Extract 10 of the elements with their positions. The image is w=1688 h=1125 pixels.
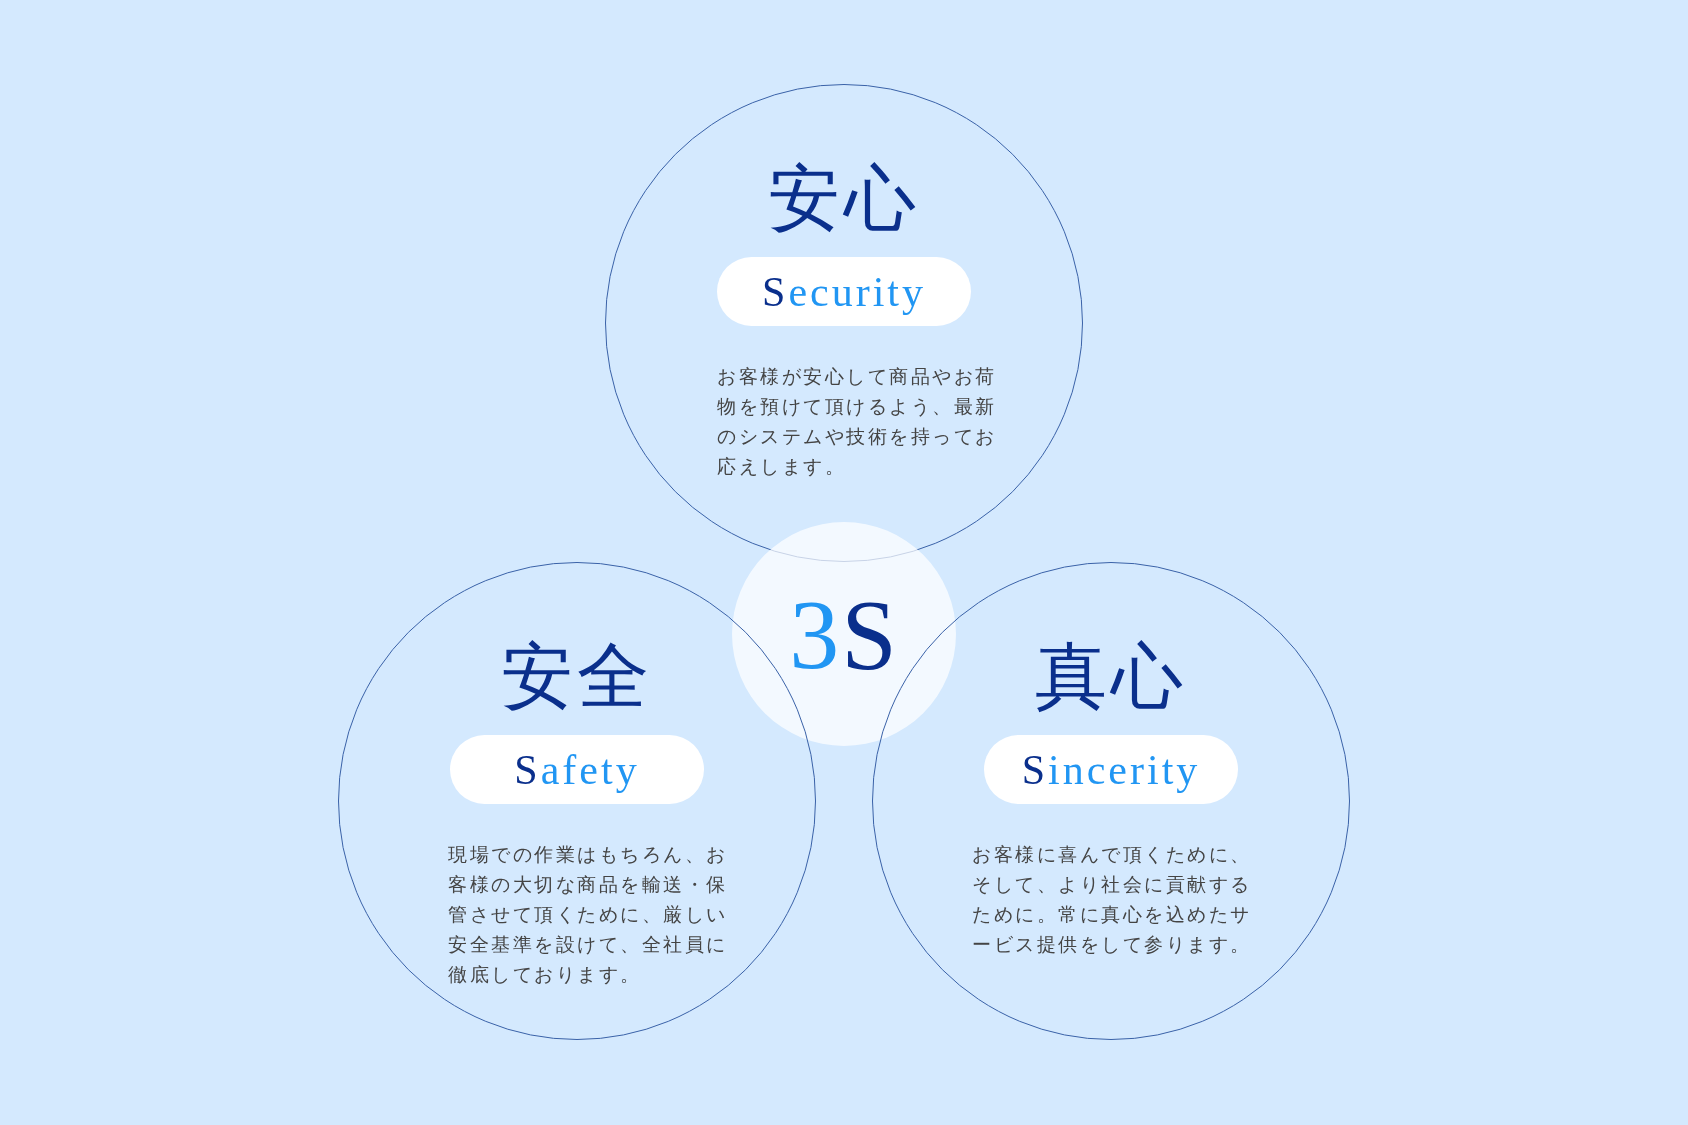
- label-pill: Sincerity: [984, 735, 1238, 804]
- heading: 安全: [501, 633, 653, 719]
- description: お客様に喜んで頂くために、そして、より社会に貢献するために。常に真心を込めたサービス提供をして参ります。: [972, 843, 1253, 957]
- heading: 真心: [1035, 633, 1187, 719]
- description: お客様が安心して商品やお荷物を預けて頂けるよう、最新のシステムや技術を持ってお応えします。: [717, 365, 997, 479]
- label-pill: Safety: [450, 735, 704, 804]
- heading: 安心: [768, 155, 920, 241]
- label-pill: Security: [717, 257, 971, 326]
- description: 現場での作業はもちろん、お客様の大切な商品を輸送・保管させて頂くために、厳しい安全基準を設けて、全社員に徹底しております。: [448, 843, 729, 987]
- center-circle: 3S: [732, 522, 956, 746]
